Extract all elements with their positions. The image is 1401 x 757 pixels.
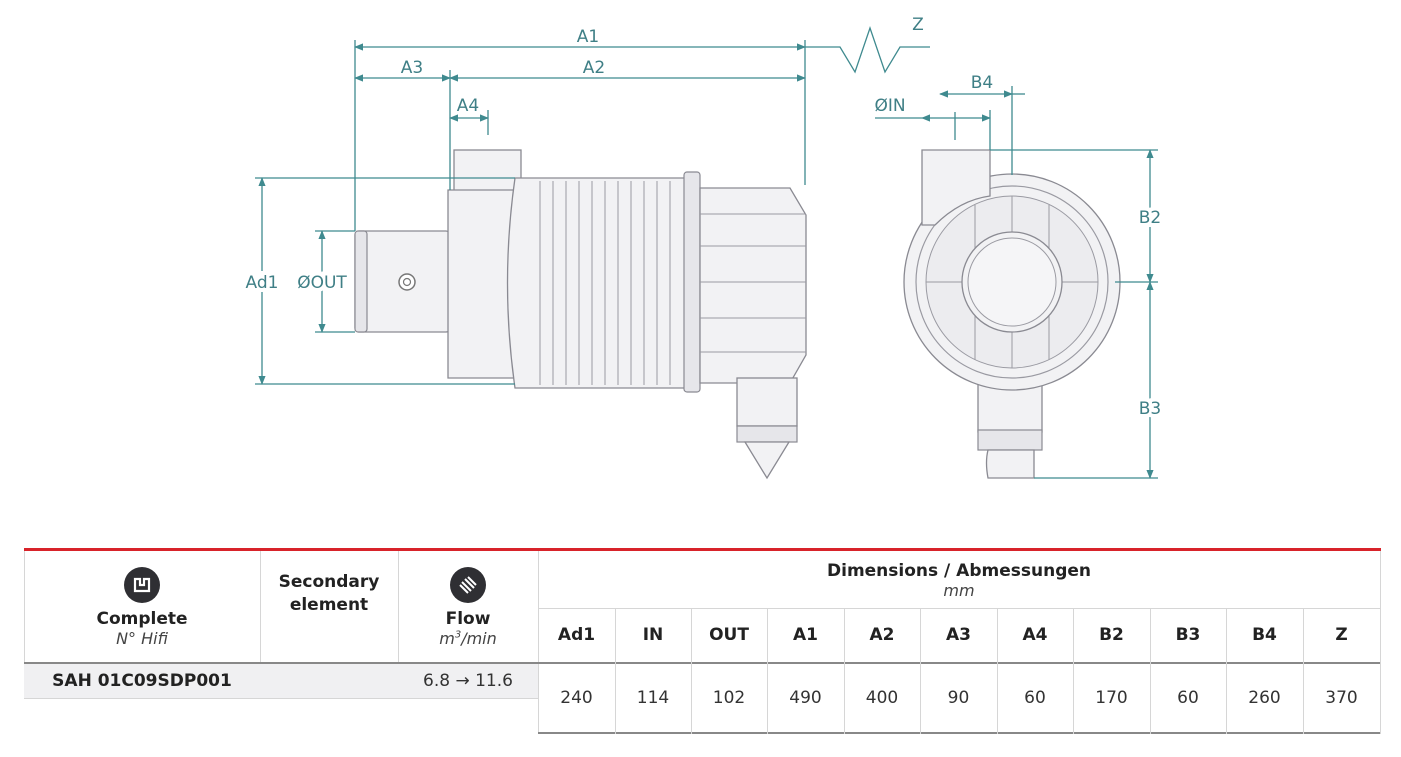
- complete-label: Complete: [96, 608, 188, 629]
- header-dimensions: Dimensions / Abmessungen mm: [538, 552, 1380, 608]
- label-a3: A3: [401, 58, 423, 78]
- cap-ribs: [700, 213, 806, 353]
- header-flow: Flow m3/min: [398, 552, 538, 662]
- secondary-label: Secondary element: [278, 572, 380, 615]
- cell-secondary: [260, 664, 398, 698]
- cell-a4: 60: [1024, 688, 1046, 708]
- flow-unit-base: m: [439, 628, 455, 648]
- label-out: ØOUT: [297, 273, 347, 293]
- airflow-icon: [450, 566, 486, 603]
- flow-label: Flow: [445, 608, 491, 629]
- label-a2: A2: [583, 58, 605, 78]
- col-a2: A2: [869, 625, 895, 645]
- cell-ad1: 240: [560, 688, 593, 708]
- label-b4: B4: [971, 73, 993, 93]
- dimensions-unit: mm: [943, 580, 975, 600]
- col-a1: A1: [793, 625, 818, 645]
- spec-table: Complete N° Hifi Secondary element Flow …: [24, 548, 1381, 734]
- table-accent-line: [24, 548, 1381, 551]
- col-out: OUT: [709, 625, 749, 645]
- filter-housing-icon: [124, 566, 160, 603]
- front-view: ØIN B4 B2 B3: [874, 73, 1165, 479]
- header-secondary: Secondary element: [260, 552, 398, 662]
- housing-ribs: [539, 181, 671, 385]
- header-complete: Complete N° Hifi: [24, 552, 260, 662]
- cell-b3: 60: [1177, 688, 1199, 708]
- col-b2: B2: [1099, 625, 1124, 645]
- dimensions-title: Dimensions / Abmessungen: [827, 560, 1091, 581]
- cell-a1: 490: [789, 688, 822, 708]
- label-ad1: Ad1: [246, 273, 279, 293]
- label-a1: A1: [577, 27, 599, 47]
- col-ad1: Ad1: [557, 625, 596, 645]
- col-a3: A3: [946, 625, 971, 645]
- cell-a2: 400: [865, 688, 899, 708]
- cell-part-number: SAH 01C09SDP001: [24, 664, 260, 698]
- flow-unit: m3/min: [439, 629, 497, 648]
- cell-z: 370: [1325, 688, 1358, 708]
- cell-b4: 260: [1248, 688, 1281, 708]
- label-b2: B2: [1139, 208, 1161, 228]
- label-z: Z: [912, 15, 924, 35]
- label-b3: B3: [1139, 399, 1161, 419]
- cell-flow: 6.8 → 11.6: [398, 664, 538, 698]
- col-z: Z: [1335, 625, 1348, 645]
- flow-unit-exp: 3: [454, 629, 462, 641]
- cell-in: 114: [636, 688, 670, 708]
- technical-drawing: A1 A3 A2 A4 Z Ad1 ØOUT: [242, 15, 1165, 480]
- cell-b2: 170: [1095, 688, 1128, 708]
- col-in: IN: [642, 625, 664, 645]
- col-b3: B3: [1175, 625, 1201, 645]
- cell-a3: 90: [947, 688, 970, 708]
- label-a4: A4: [457, 96, 479, 116]
- side-view: A1 A3 A2 A4 Z Ad1 ØOUT: [242, 15, 930, 480]
- col-a4: A4: [1022, 625, 1048, 645]
- col-b4: B4: [1252, 625, 1277, 645]
- label-in: ØIN: [874, 96, 905, 116]
- cell-out: 102: [712, 688, 746, 708]
- flow-unit-tail: /min: [461, 628, 497, 648]
- complete-sub: N° Hifi: [116, 628, 168, 648]
